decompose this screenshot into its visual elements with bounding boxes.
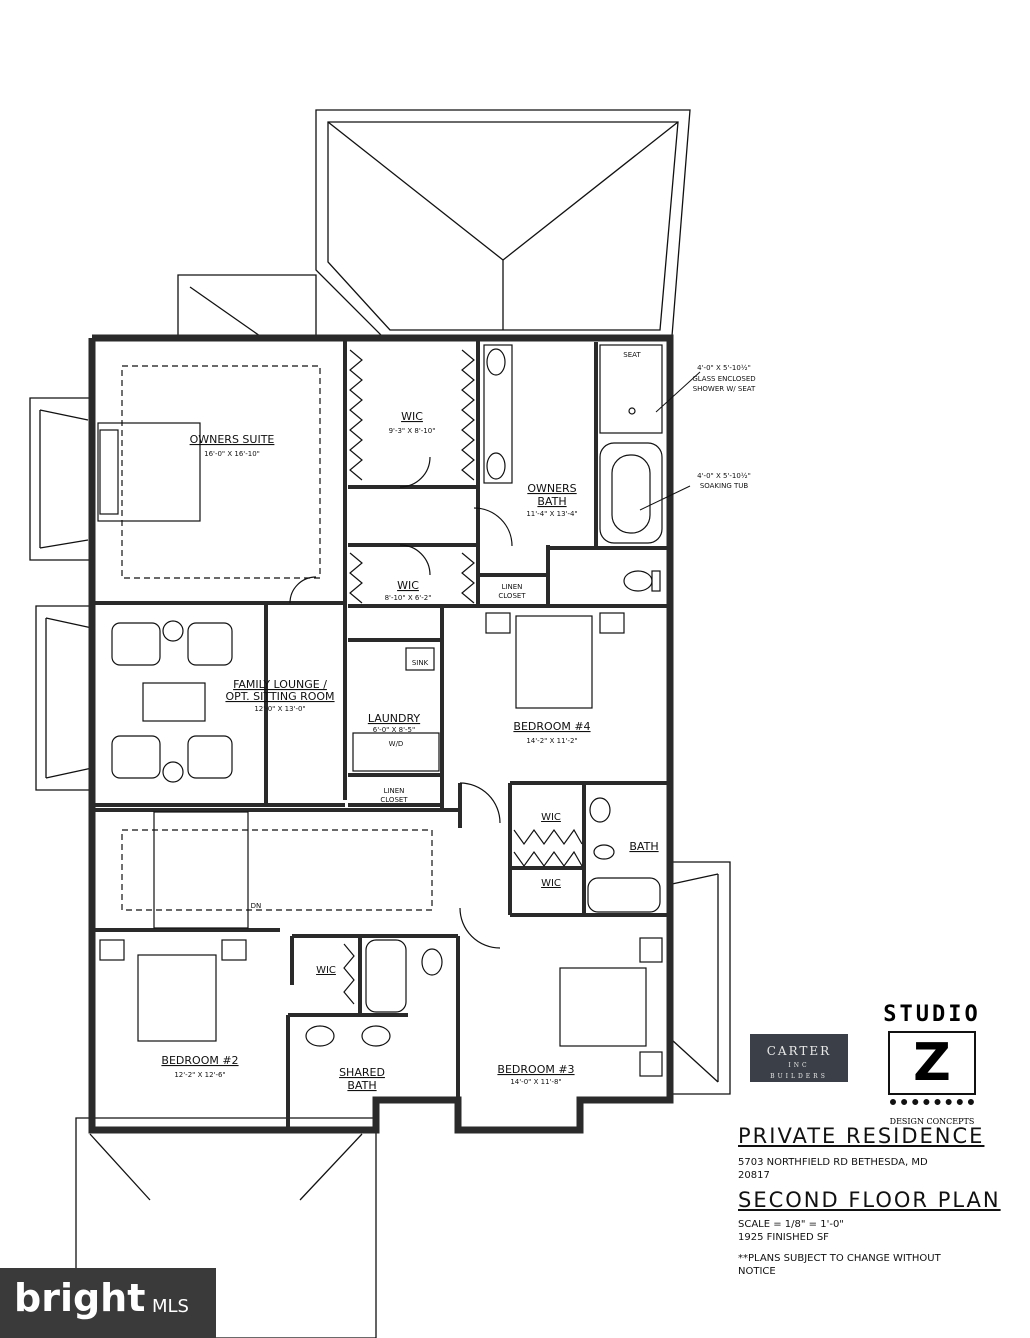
lounge-table — [142, 682, 206, 722]
scale-text: SCALE = 1/8" = 1'-0" — [738, 1219, 844, 1230]
exterior-wall — [88, 334, 674, 1134]
linen-closet-2-line2: CLOSET — [380, 796, 408, 804]
owners-bath-dims: 11'-4" X 13'-4" — [526, 510, 577, 518]
washer-dryer-label: W/D — [389, 740, 404, 748]
studio-z-box: Z — [888, 1031, 976, 1095]
owners-suite-dims: 16'-0" X 16'-10" — [204, 450, 260, 458]
bedroom-3-label: BEDROOM #3 — [497, 1063, 574, 1076]
bed-3 — [559, 967, 647, 1047]
shower — [599, 344, 663, 434]
bedroom-3-dims: 14'-0" X 11'-8" — [510, 1078, 561, 1086]
soaking-tub — [599, 442, 663, 544]
studio-z-letter: Z — [913, 1033, 951, 1093]
title-second-floor-plan: SECOND FLOOR PLAN — [738, 1188, 1001, 1212]
address-line-2: 20817 — [738, 1170, 770, 1181]
sink-label: SINK — [412, 659, 429, 667]
bath-label: BATH — [629, 840, 658, 853]
owners-bath-label-1: OWNERS — [527, 482, 576, 495]
bed-2 — [137, 954, 217, 1042]
shared-bath-label-2: BATH — [347, 1079, 376, 1092]
bedroom-2-dims: 12'-2" X 12'-6" — [174, 1071, 225, 1079]
bright-word: bright — [14, 1276, 146, 1320]
laundry-label: LAUNDRY — [368, 712, 421, 725]
wic-2-label: WIC — [397, 579, 419, 592]
stairs — [153, 811, 249, 929]
family-lounge-label-2: OPT. SITTING ROOM — [225, 690, 334, 703]
washer-dryer — [352, 732, 440, 772]
toilet-owner — [623, 570, 653, 592]
finished-sf-text: 1925 FINISHED SF — [738, 1232, 829, 1243]
linen-closet-1-line1: LINEN — [502, 583, 523, 591]
bed-4 — [515, 615, 593, 709]
laundry-dims: 6'-0" X 8'-5" — [373, 726, 415, 734]
shared-bath-label-1: SHARED — [339, 1066, 385, 1079]
scale-block: SCALE = 1/8" = 1'-0" 1925 FINISHED SF — [738, 1218, 844, 1244]
note-line-2: NOTICE — [738, 1266, 776, 1277]
note-block: **PLANS SUBJECT TO CHANGE WITHOUT NOTICE — [738, 1252, 1008, 1278]
family-lounge-label-1: FAMILY LOUNGE / — [233, 678, 327, 691]
stairs-down-label: DN — [251, 902, 262, 910]
studio-z-dots — [890, 1099, 974, 1111]
tub-callout-1: 4'-0" X 5'-10½" — [697, 472, 751, 480]
tub-callout-2: SOAKING TUB — [700, 482, 749, 490]
roof-bottom — [75, 1117, 377, 1338]
linen-closet-2-line1: LINEN — [384, 787, 405, 795]
bedroom-4-dims: 14'-2" X 11'-2" — [526, 737, 577, 745]
owners-bath-label-2: BATH — [537, 495, 566, 508]
wic-1-dims: 9'-3" X 8'-10" — [389, 427, 436, 435]
studio-z-logo: STUDIO Z DESIGN CONCEPTS — [882, 1002, 982, 1126]
studio-z-bottom: DESIGN CONCEPTS — [889, 1117, 975, 1126]
bath-tub-4 — [587, 877, 661, 913]
left-bay-roofs — [29, 397, 95, 791]
bedroom-4-label: BEDROOM #4 — [513, 720, 590, 733]
wic-2-dims: 8'-10" X 6'-2" — [385, 594, 432, 602]
owners-bed — [97, 422, 201, 522]
shower-callout-1: 4'-0" X 5'-10½" — [697, 364, 751, 372]
studio-z-top: STUDIO — [883, 1002, 981, 1027]
wic-1-label: WIC — [401, 410, 423, 423]
upper-hall — [121, 829, 433, 911]
carter-logo-name: CARTER — [766, 1044, 832, 1058]
carter-builders-logo: CARTER INC BUILDERS — [750, 1034, 848, 1082]
wic-4-label: WIC — [541, 878, 561, 889]
owners-suite-label: OWNERS SUITE — [190, 433, 275, 446]
title-private-residence: PRIVATE RESIDENCE — [738, 1124, 985, 1148]
address-line-1: 5703 NORTHFIELD RD BETHESDA, MD — [738, 1157, 928, 1168]
address-block: 5703 NORTHFIELD RD BETHESDA, MD 20817 — [738, 1156, 1008, 1182]
owners-ceiling — [121, 365, 321, 579]
shared-tub — [365, 939, 407, 1013]
shower-callout-3: SHOWER W/ SEAT — [693, 385, 756, 393]
laundry-sink — [405, 647, 435, 671]
carter-logo-inc: INC — [788, 1062, 810, 1069]
mls-word: MLS — [152, 1296, 189, 1317]
carter-logo-builders: BUILDERS — [770, 1073, 828, 1080]
linen-closet-1-line2: CLOSET — [498, 592, 526, 600]
bedroom-2-label: BEDROOM #2 — [161, 1054, 238, 1067]
wic-5-label: WIC — [316, 965, 336, 976]
seat-label: SEAT — [623, 351, 641, 359]
roof-top — [177, 109, 691, 337]
bright-mls-watermark: bright MLS — [0, 1268, 216, 1338]
wic-3-label: WIC — [541, 812, 561, 823]
note-line-1: **PLANS SUBJECT TO CHANGE WITHOUT — [738, 1253, 941, 1264]
owners-vanity — [483, 344, 513, 484]
family-lounge-dims: 12'-0" X 13'-0" — [254, 705, 305, 713]
right-bay-roof — [667, 861, 731, 1095]
shower-callout-2: GLASS ENCLOSED — [692, 375, 755, 383]
